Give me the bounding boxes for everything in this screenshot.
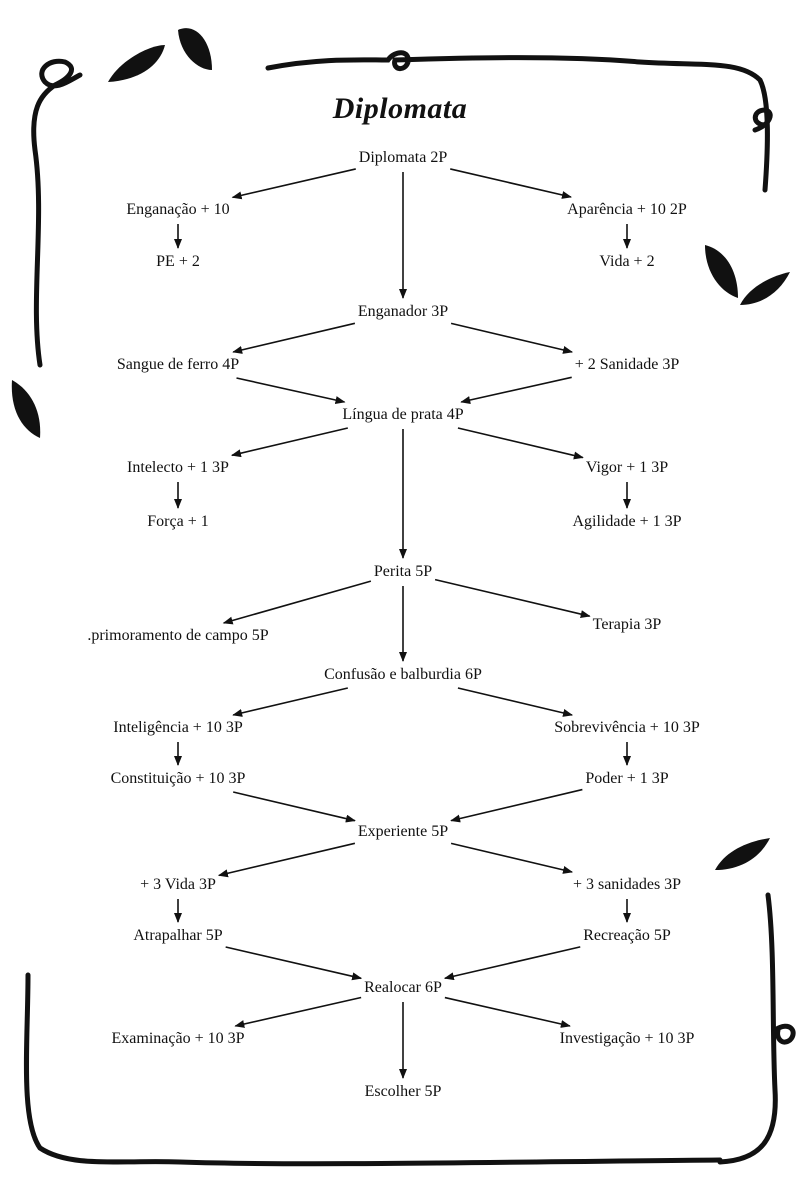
arrow-perita-to-terapia (434, 578, 591, 618)
arrow-diplomata-to-enganacao (231, 168, 356, 200)
node-recreacao: Recreação 5P (583, 927, 671, 944)
node-inteligencia: Inteligência + 10 3P (113, 719, 243, 736)
node-intelecto: Intelecto + 1 3P (127, 459, 229, 476)
node-vida3: + 3 Vida 3P (140, 876, 216, 893)
arrow-perita-to-aprimoramento (222, 580, 372, 625)
arrow-poder-to-experiente (450, 788, 583, 823)
node-confusao: Confusão e balburdia 6P (324, 666, 482, 683)
arrow-enganador-to-sangue (232, 322, 356, 354)
node-aparencia: Aparência + 10 2P (567, 201, 687, 218)
arrow-diplomata-to-aparencia (450, 168, 572, 199)
node-sobrevivencia: Sobrevivência + 10 3P (554, 719, 700, 736)
page-title: Diplomata (332, 92, 468, 125)
node-diplomata: Diplomata 2P (358, 149, 448, 166)
arrow-constituicao-to-experiente (233, 791, 356, 823)
arrow-realocar-to-examinacao (234, 996, 362, 1028)
node-realocar: Realocar 6P (364, 979, 442, 996)
node-sangue: Sangue de ferro 4P (116, 356, 240, 373)
arrow-confusao-to-inteligencia (232, 687, 348, 717)
node-experiente: Experiente 5P (357, 823, 449, 840)
arrow-atrapalhar-to-realocar (225, 946, 363, 981)
arrow-experiente-to-sanidades3 (450, 842, 574, 874)
node-enganador: Enganador 3P (357, 303, 449, 320)
arrow-confusao-to-sobrevivencia (457, 687, 574, 717)
node-escolher: Escolher 5P (364, 1083, 442, 1100)
arrow-enganador-to-sanidade2 (450, 322, 574, 354)
arrow-sanidade2-to-lingua (460, 376, 572, 404)
arrow-experiente-to-vida3 (217, 842, 356, 878)
node-forca: Força + 1 (147, 513, 209, 530)
arrow-lingua-to-vigor (457, 427, 584, 460)
node-pe: PE + 2 (156, 253, 200, 270)
node-vida2: Vida + 2 (599, 253, 655, 270)
node-perita: Perita 5P (373, 563, 433, 580)
arrow-realocar-to-investigacao (444, 996, 571, 1028)
node-lingua: Língua de prata 4P (342, 406, 464, 423)
node-poder: Poder + 1 3P (585, 770, 669, 787)
node-examinacao: Examinação + 10 3P (111, 1030, 245, 1047)
arrow-sangue-to-lingua (236, 377, 346, 404)
arrow-lingua-to-intelecto (230, 427, 348, 458)
node-sanidades3: + 3 sanidades 3P (572, 876, 682, 893)
arrow-recreacao-to-realocar (443, 946, 581, 981)
node-aprimoramento: .primoramento de campo 5P (87, 627, 269, 644)
node-constituicao: Constituição + 10 3P (110, 770, 246, 787)
node-vigor: Vigor + 1 3P (585, 459, 669, 476)
node-terapia: Terapia 3P (592, 616, 662, 633)
node-atrapalhar: Atrapalhar 5P (133, 927, 223, 944)
node-investigacao: Investigação + 10 3P (559, 1030, 695, 1047)
node-enganacao: Enganação + 10 (126, 201, 230, 218)
leaf-icon (11, 28, 790, 870)
node-agilidade: Agilidade + 1 3P (572, 513, 682, 530)
node-sanidade2: + 2 Sanidade 3P (574, 356, 680, 373)
